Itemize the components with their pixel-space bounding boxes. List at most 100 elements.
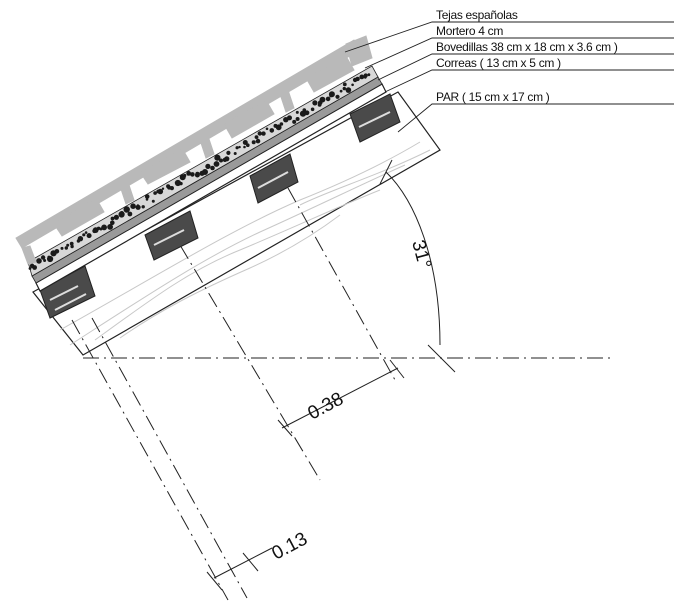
mortar-dot — [64, 246, 69, 250]
mortar-dot — [235, 146, 239, 150]
purlin-axis-line-3 — [287, 187, 396, 381]
mortar-dot — [242, 140, 248, 145]
mortar-dot — [325, 96, 331, 102]
mortar-dot — [60, 246, 64, 250]
leader-lines — [344, 21, 674, 133]
mortar-dot — [328, 91, 335, 98]
mortar-dot — [367, 73, 371, 77]
mortar-dot — [77, 236, 84, 242]
mortar-dot — [226, 150, 231, 155]
mortar-dot — [141, 205, 145, 209]
mortar-dot — [238, 145, 241, 149]
mortar-layer — [27, 65, 379, 277]
mortar-dot — [113, 214, 119, 220]
mortar-dot — [213, 161, 220, 167]
mortar-dot — [32, 265, 37, 270]
mortar-dot — [342, 82, 347, 87]
mortar-dot — [161, 187, 165, 190]
mortar-dot — [302, 108, 307, 112]
mortar-dot — [287, 115, 292, 121]
label-bricks: Bovedillas 38 cm x 18 cm x 3.6 cm ) — [436, 40, 618, 54]
mortar-dot — [275, 124, 282, 131]
mortar-dot — [269, 128, 275, 133]
purlin-width-dimension: 0.13 — [206, 529, 311, 591]
mortar-dot — [243, 145, 246, 149]
mortar-dot — [135, 204, 141, 210]
mortar-dot — [119, 211, 125, 216]
mortar-dot — [246, 143, 250, 147]
mortar-dot — [110, 216, 115, 221]
mortar-dot — [205, 163, 211, 169]
mortar-aggregate — [28, 73, 371, 270]
mortar-dot — [157, 188, 164, 195]
spacing-dimension: 0.38 — [277, 359, 405, 437]
label-tiles: Tejas españolas — [436, 8, 518, 22]
mortar-dot — [127, 211, 133, 217]
mortar-dot — [43, 259, 47, 262]
mortar-dot — [319, 96, 326, 103]
purlin-width-label: 0.13 — [268, 529, 311, 565]
mortar-dot — [47, 255, 54, 263]
mortar-dot — [295, 110, 299, 114]
mortar-dot — [179, 181, 183, 186]
mortar-dot — [183, 173, 187, 178]
construction-lines — [71, 187, 615, 601]
mortar-dot — [84, 231, 88, 234]
mortar-dot — [101, 224, 107, 231]
purlin-edge-line — [91, 317, 248, 599]
mortar-dot — [254, 135, 259, 140]
mortar-dot — [310, 107, 315, 112]
angle-label: 31° — [407, 238, 435, 271]
purlin-axis-line-2 — [179, 244, 321, 481]
mortar-dot — [342, 86, 346, 91]
rafter — [32, 91, 441, 356]
mortar-dot — [295, 117, 300, 121]
purlin-2 — [144, 210, 199, 261]
mortar-dot — [261, 131, 266, 136]
mortar-dot — [359, 74, 365, 80]
mortar-dot — [363, 73, 368, 78]
label-mortar: Mortero 4 cm — [436, 24, 503, 38]
mortar-dot — [224, 156, 230, 162]
label-rafter: PAR ( 15 cm x 17 cm ) — [436, 90, 550, 104]
purlin-3 — [249, 153, 299, 204]
mortar-dot — [292, 119, 297, 124]
mortar-dot — [351, 83, 354, 87]
mortar-dot — [107, 224, 113, 230]
mortar-dot — [355, 76, 360, 82]
mortar-dot — [304, 110, 310, 116]
mortar-dot — [251, 140, 256, 145]
mortar-dot — [345, 87, 352, 93]
mortar-dot — [186, 171, 192, 176]
mortar-dot — [312, 100, 318, 106]
mortar-dot — [153, 191, 157, 195]
rafter-grain — [59, 141, 431, 346]
mortar-dot — [169, 186, 174, 191]
purlin-4 — [349, 93, 401, 143]
tile-layer — [15, 35, 373, 265]
mortar-dot — [36, 258, 42, 264]
mortar-dot — [66, 243, 70, 247]
mortar-dot — [255, 138, 261, 144]
mortar-dot — [210, 165, 215, 171]
mortar-dot — [69, 241, 74, 246]
mortar-dot — [28, 267, 32, 270]
mortar-dot — [82, 233, 86, 237]
mortar-dot — [86, 233, 92, 239]
spacing-label: 0.38 — [304, 389, 347, 425]
mortar-dot — [123, 206, 130, 213]
mortar-dot — [257, 131, 262, 136]
mortar-dot — [40, 255, 46, 260]
mortar-dot — [335, 94, 340, 99]
mortar-dot — [299, 110, 307, 117]
mortar-dot — [130, 203, 136, 209]
mortar-dot — [233, 152, 237, 155]
mortar-dot — [279, 122, 284, 126]
mortar-dot — [339, 89, 343, 93]
layer-labels: Tejas españolas Mortero 4 cm Bovedillas … — [436, 8, 618, 104]
label-purlin: Correas ( 13 cm x 5 cm ) — [436, 56, 561, 70]
mortar-dot — [194, 172, 200, 178]
mortar-dot — [110, 220, 115, 226]
mortar-dot — [202, 169, 208, 175]
